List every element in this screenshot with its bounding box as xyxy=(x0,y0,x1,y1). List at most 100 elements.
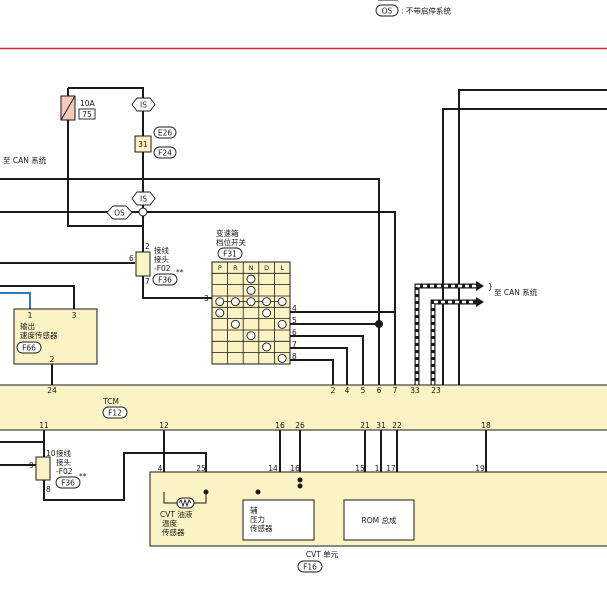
oil-temp-label-3: 传感器 xyxy=(162,527,185,537)
shift-switch-headers: P R N D L xyxy=(218,264,285,272)
switch-contact xyxy=(230,319,240,329)
joint-bottom-pin-10: 10 xyxy=(46,449,56,458)
can-arrows xyxy=(476,281,484,307)
cvt-pin-19: 19 xyxy=(475,464,485,473)
tcm-pin-24: 24 xyxy=(47,386,57,395)
switch-contact xyxy=(246,285,256,295)
shift-header-d: D xyxy=(264,264,269,272)
is-mid-badge xyxy=(131,191,156,206)
pressure-label-2: 压力 xyxy=(250,514,265,524)
wire-b-11 xyxy=(0,430,45,443)
os-mid-badge xyxy=(106,205,133,220)
wire-can-left-1 xyxy=(0,178,380,385)
shift-header-l: L xyxy=(280,264,284,272)
f12-tag xyxy=(102,406,128,419)
shift-switch-grid xyxy=(212,262,290,364)
wire-layer xyxy=(0,87,607,501)
cvt-pin-17: 17 xyxy=(386,464,396,473)
shift-switch-label-2: 档位开关 xyxy=(216,237,246,247)
legend-os-desc: : 不带启停系统 xyxy=(401,6,451,16)
is-top-badge xyxy=(131,97,156,112)
joint-top-pin-6: 6 xyxy=(129,254,134,263)
tcm-pin-7: 7 xyxy=(393,386,398,395)
shift-switch-pin-6: 6 xyxy=(292,328,297,337)
tcm-module xyxy=(0,384,607,431)
shift-switch-pin-7: 7 xyxy=(292,340,297,349)
joint-top-pin-2: 2 xyxy=(145,242,150,251)
thermistor-icon xyxy=(176,497,195,509)
can-lines-outer xyxy=(414,283,478,385)
speed-sensor-box xyxy=(13,308,98,365)
f36-top-text: F36 xyxy=(158,276,172,285)
can-right-label: 至 CAN 系统 xyxy=(494,287,538,297)
joint-top-label-3: -F02 xyxy=(154,264,171,273)
cvt-unit-label: CVT 单元 xyxy=(306,549,339,559)
joint-bottom-label-3: -F02 xyxy=(56,467,73,476)
wire-right-1 xyxy=(458,89,607,385)
pressure-label-1: 辅 xyxy=(250,505,258,515)
rom-label: ROM 总成 xyxy=(362,515,397,525)
cvt-pin-16: 16 xyxy=(290,464,300,473)
e26-tag xyxy=(153,126,177,139)
f31-text: F31 xyxy=(223,250,237,259)
shift-switch-pin-5: 5 xyxy=(292,316,297,325)
tcm-pin-4: 4 xyxy=(345,386,350,395)
splice-node-16b xyxy=(297,483,303,489)
f24-text: F24 xyxy=(158,149,172,158)
thermistor-zigzag xyxy=(178,498,192,508)
wire-fuse-feed xyxy=(67,96,143,227)
tcm-pin-2: 2 xyxy=(331,386,336,395)
pressure-sensor-box xyxy=(242,499,315,541)
rom-assembly-box xyxy=(343,499,415,541)
cvt-pin-14: 14 xyxy=(268,464,278,473)
can-left-label: 至 CAN 系统 xyxy=(3,155,47,165)
joint-top-stars: ** xyxy=(176,268,184,277)
joint-top-label-1: 接线 xyxy=(154,245,169,255)
oil-temp-label-2: 温度 xyxy=(162,518,177,528)
cvt-pin-15: 15 xyxy=(355,464,365,473)
splice-node-14 xyxy=(255,489,261,495)
joint-top-label-2: 接头 xyxy=(154,254,169,264)
joint-bottom-pin-9: 9 xyxy=(29,461,34,470)
joint-bottom-pin-8: 8 xyxy=(46,485,51,494)
cvt-pin-4: 4 xyxy=(158,464,163,473)
shift-switch-label-1: 变速箱 xyxy=(216,228,239,238)
shift-switch-pin-4: 4 xyxy=(292,304,297,313)
wire-right-2 xyxy=(442,108,607,385)
splice-node-5 xyxy=(375,320,383,328)
tcm-pin-18: 18 xyxy=(481,421,491,430)
tcm-pin-22: 22 xyxy=(392,421,402,430)
connector-31-pin: 31 xyxy=(138,140,148,149)
shift-header-p: P xyxy=(218,264,222,272)
f36-top-tag xyxy=(152,273,178,286)
switch-contact xyxy=(277,353,287,363)
legend-os-badge xyxy=(375,4,399,17)
joint-top-pin-7: 7 xyxy=(145,277,150,286)
switch-contact xyxy=(246,297,256,307)
f12-text: F12 xyxy=(108,409,122,418)
wire-os-line xyxy=(143,211,396,385)
switch-contact xyxy=(277,297,287,307)
wire-switch-7 xyxy=(290,347,348,385)
connector-31-box xyxy=(134,135,152,153)
speed-sensor-pin-2: 2 xyxy=(50,355,55,364)
f36-bottom-tag xyxy=(55,476,81,489)
os-mid-text: OS xyxy=(114,209,125,218)
joint-bottom-label-1: 接线 xyxy=(56,448,71,458)
switch-contact xyxy=(246,274,256,284)
can-lines-dash xyxy=(415,284,478,385)
e26-text: E26 xyxy=(158,129,173,138)
fuse-number-box xyxy=(78,108,96,120)
tcm-pin-33: 33 xyxy=(410,386,420,395)
switch-contact xyxy=(230,297,240,307)
tcm-pin-16: 16 xyxy=(275,421,285,430)
f24-tag xyxy=(153,146,177,159)
is-mid-text: IS xyxy=(140,195,147,204)
f66-tag xyxy=(16,341,42,354)
tcm-pin-31: 31 xyxy=(376,421,386,430)
cvt-pin-1: 1 xyxy=(375,464,380,473)
shift-switch-pin-8: 8 xyxy=(292,352,297,361)
f16-tag xyxy=(297,560,323,573)
joint-bottom-label-2: 接头 xyxy=(56,457,71,467)
